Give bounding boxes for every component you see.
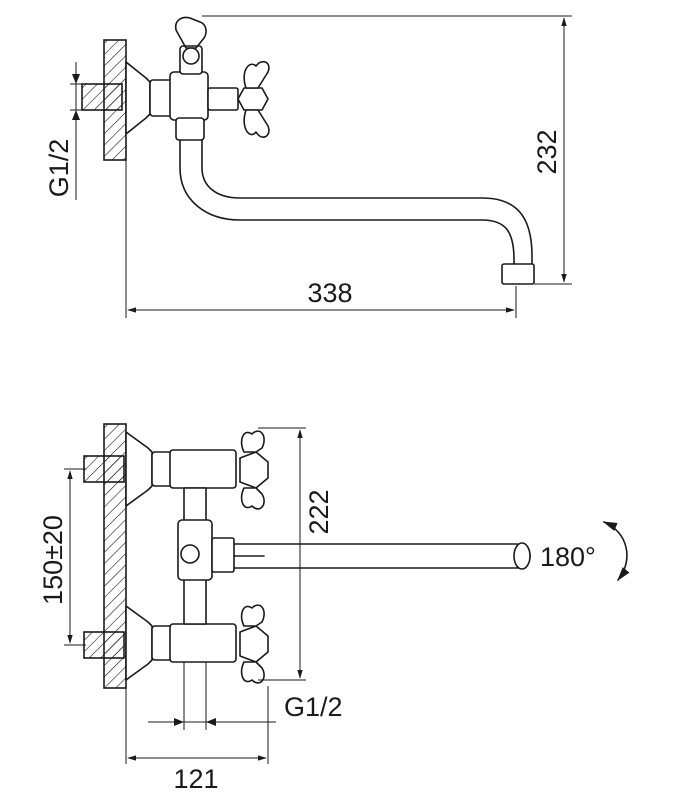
spout-end-bottom xyxy=(513,542,531,570)
lower-flange xyxy=(125,605,153,681)
spout-inner xyxy=(201,139,533,269)
lower-handle-hub xyxy=(239,625,269,663)
thread-bottom-arrow-left xyxy=(174,718,184,726)
upper-handle-arm-top xyxy=(240,430,265,453)
lower-flange-nut xyxy=(151,625,173,661)
thread-arrow-bottom xyxy=(72,110,80,120)
inlet-pipe xyxy=(81,83,123,111)
valve-body xyxy=(169,71,209,121)
dim-label-222: 222 xyxy=(304,489,334,534)
body-collar xyxy=(175,117,205,141)
thread-bottom-arrow-right xyxy=(206,718,216,726)
diverter-knob xyxy=(182,47,200,65)
top-view: 338 232 G1/2 xyxy=(44,15,572,318)
rotation-arrow xyxy=(602,521,630,582)
handle-stem xyxy=(207,87,239,111)
handle-hub xyxy=(237,87,269,111)
diverter-lever xyxy=(174,16,207,49)
thread-label-bottom: G1/2 xyxy=(284,692,343,722)
dim-label-338: 338 xyxy=(307,278,352,308)
wall-section-bottom xyxy=(103,423,127,689)
dim-label-121: 121 xyxy=(173,764,218,794)
diverter-knob-bottom xyxy=(180,544,200,564)
dim-label-232: 232 xyxy=(532,129,562,174)
upper-flange xyxy=(125,431,153,507)
spout-nut xyxy=(211,537,235,573)
flange-nut xyxy=(149,79,173,117)
spout xyxy=(179,139,515,269)
upper-inlet-pipe xyxy=(83,455,125,483)
upper-valve-body xyxy=(169,449,237,489)
thread-label-top: G1/2 xyxy=(44,139,74,198)
lower-handle-arm-top xyxy=(240,604,265,627)
lower-handle-arm-bottom xyxy=(240,661,265,684)
spout-bottom xyxy=(233,543,531,569)
bottom-view: 180° 222 150±20 G1/2 121 xyxy=(38,423,630,794)
rotation-label: 180° xyxy=(540,542,596,572)
spout-aerator xyxy=(501,263,535,285)
upper-handle-arm-bottom xyxy=(240,487,265,510)
handle-arm-bottom xyxy=(243,109,270,138)
lower-valve-body xyxy=(169,623,237,663)
wall-flange xyxy=(125,61,151,135)
upper-flange-nut xyxy=(151,451,173,487)
lower-inlet-pipe xyxy=(83,631,125,659)
thread-arrow-top xyxy=(72,74,80,84)
upper-handle-hub xyxy=(239,451,269,489)
dim-label-150: 150±20 xyxy=(38,515,68,605)
handle-arm-top xyxy=(243,60,270,89)
